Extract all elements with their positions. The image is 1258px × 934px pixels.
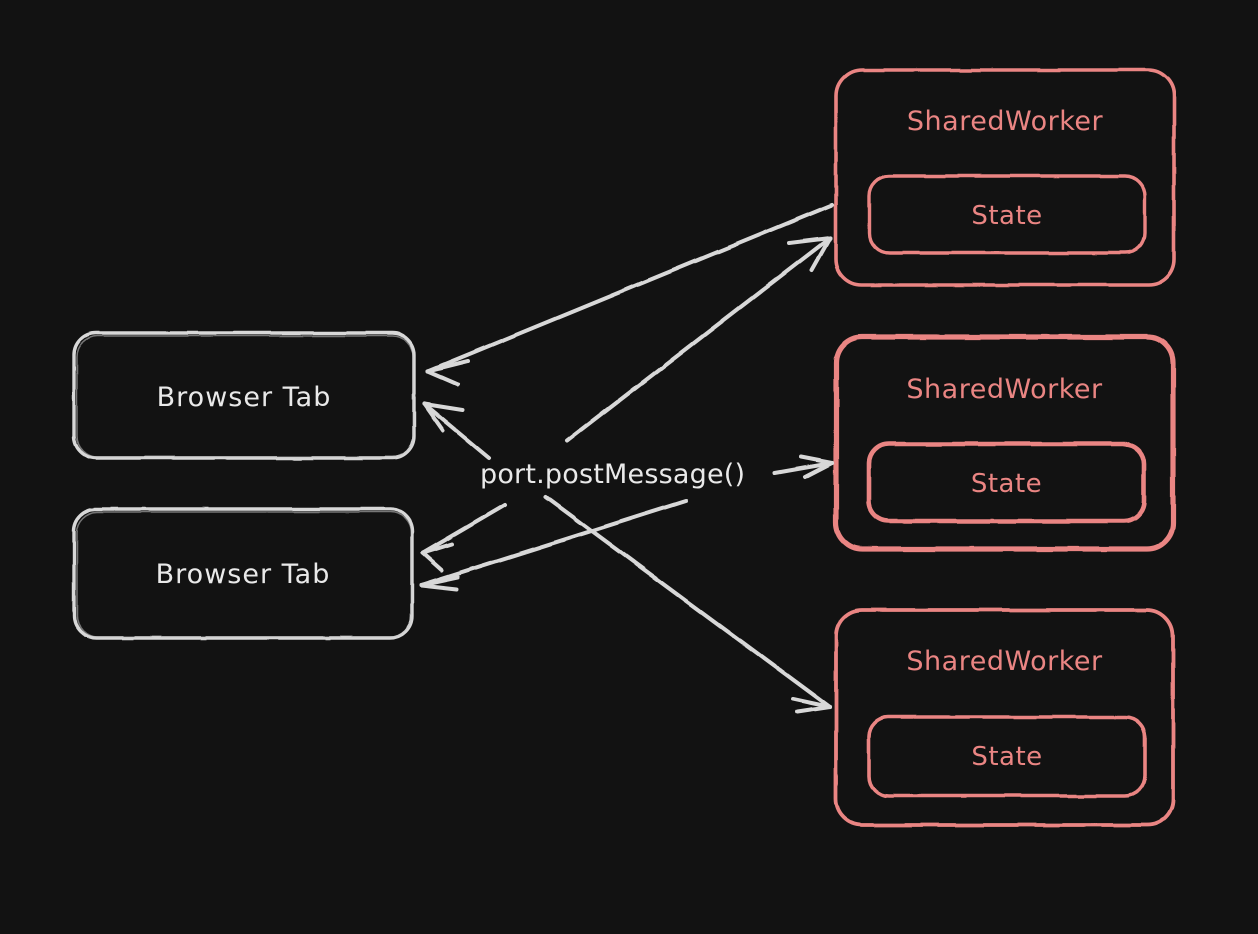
sharedworker-2-shape[interactable] [833,334,1176,552]
arrow-hub-to-sharedworker3 [544,495,832,714]
arrow-hub-to-tab1 [422,402,491,460]
browser-tab-2-shape[interactable] [72,507,414,640]
arrow-hub-to-tab2 [421,503,507,572]
arrow-sharedworker1-to-tab1 [426,203,834,386]
edge-label-port-postmessage: port.postMessage() [480,459,746,490]
browser-tab-1-shape[interactable] [72,331,416,460]
sharedworker-1-shape[interactable] [834,68,1176,287]
arrow-hub-to-sharedworker1 [565,236,832,443]
arrow-sharedworker2-to-tab2 [419,499,688,591]
sharedworker-3-shape[interactable] [834,608,1175,827]
arrow-hub-to-sharedworker2 [773,455,834,479]
